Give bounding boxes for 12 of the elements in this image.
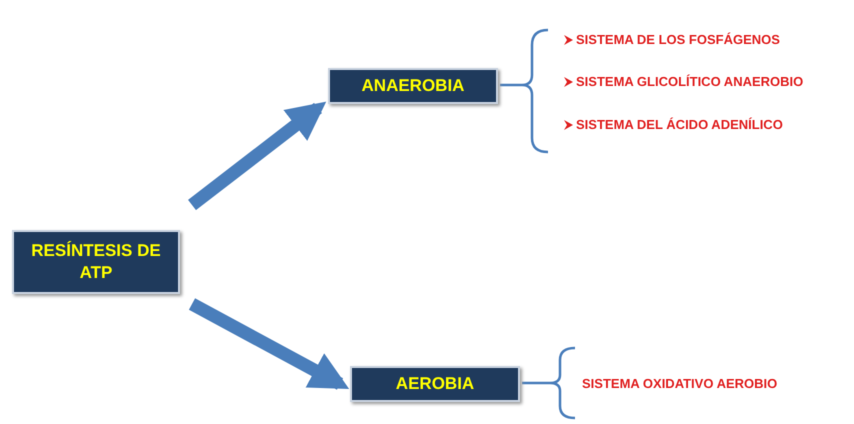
node-label: AEROBIA <box>396 372 474 395</box>
process-box <box>328 68 498 104</box>
arrow <box>188 298 350 390</box>
system-label: SISTEMA OXIDATIVO AEROBIO <box>582 376 778 391</box>
node-label: ANAEROBIA <box>362 74 464 97</box>
system-label: SISTEMA DEL ÁCIDO ADENÍLICO <box>576 117 783 132</box>
node-label: RESÍNTESIS DE ATP <box>30 240 162 284</box>
arrow <box>188 102 326 210</box>
system-label: SISTEMA DE LOS FOSFÁGENOS <box>576 32 780 47</box>
process-box <box>12 230 180 294</box>
system-label: SISTEMA GLICOLÍTICO ANAEROBIO <box>576 74 804 89</box>
process-box <box>350 366 520 402</box>
